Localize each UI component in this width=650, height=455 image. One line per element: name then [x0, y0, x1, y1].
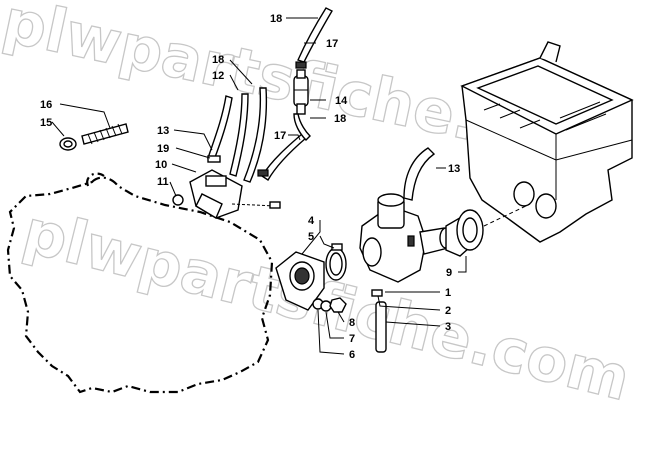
fuel-line-18-top: [297, 7, 333, 63]
callout-16: 16: [40, 99, 52, 111]
callout-17-lower: 17: [274, 130, 286, 142]
callout-19: 19: [157, 143, 169, 155]
spring: [81, 123, 129, 145]
airbox: [460, 41, 634, 243]
callout-5: 5: [308, 231, 314, 243]
callout-6: 6: [349, 349, 355, 361]
callout-13-right: 13: [448, 163, 460, 175]
vent-line-right: [403, 147, 436, 201]
clamp-19: [207, 155, 221, 163]
clamp: [325, 243, 347, 281]
callout-18-right: 18: [334, 113, 346, 125]
carburetor: [359, 193, 453, 283]
nut: [172, 194, 184, 206]
fuel-filter: [293, 69, 309, 115]
callout-18-top: 18: [270, 13, 282, 25]
engine-outline: [6, 176, 274, 394]
fuel-pump: [189, 169, 281, 220]
callout-15: 15: [40, 117, 52, 129]
fuel-line-13: [207, 95, 233, 161]
carb-boot: [445, 209, 484, 257]
clamp-17-top: [295, 61, 307, 69]
callout-9: 9: [446, 267, 452, 279]
callout-3: 3: [445, 321, 451, 333]
engine-mount-boss: [86, 172, 105, 187]
callout-4: 4: [308, 215, 315, 227]
callout-17-top: 17: [326, 38, 338, 50]
fuel-line-18-left: [243, 87, 268, 183]
callout-1: 1: [445, 287, 451, 299]
callout-labels: 1 2 3 4 5 6 7 8 9 10 11 12 13 13 14 15 1…: [40, 13, 460, 361]
leader-lines: [51, 17, 467, 355]
callout-8: 8: [349, 317, 355, 329]
fuel-line-12: [229, 93, 249, 177]
callout-14: 14: [335, 95, 348, 107]
fuel-line-filter-out: [293, 113, 311, 141]
clamp-17-lower: [257, 169, 269, 177]
intake-flange: [275, 251, 325, 311]
callout-12: 12: [212, 70, 224, 82]
callout-13-left: 13: [157, 125, 169, 137]
drain-tube: [371, 289, 387, 353]
washers-nut: [312, 297, 347, 313]
callout-10: 10: [155, 159, 167, 171]
callout-7: 7: [349, 333, 355, 345]
callout-18-middle: 18: [212, 54, 224, 66]
callout-11: 11: [157, 176, 169, 188]
callout-2: 2: [445, 305, 451, 317]
